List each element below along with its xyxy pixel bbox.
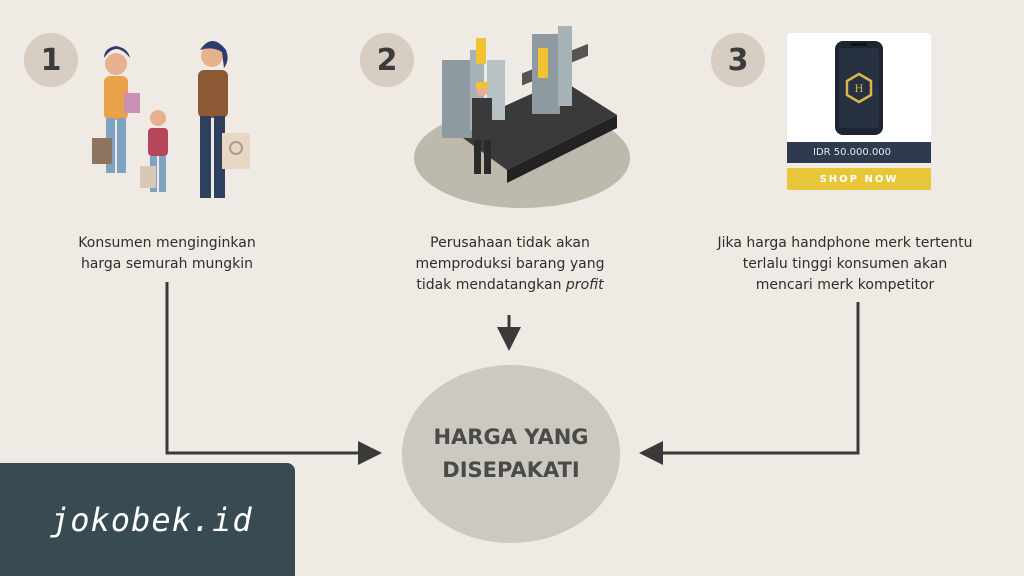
- watermark-text: jokobek.id: [50, 500, 253, 539]
- step-2-caption-line: tidak mendatangkan profit: [395, 275, 625, 296]
- step-1-caption-line: harga semurah mungkin: [80, 256, 254, 272]
- step-3-caption-line: mencari merk kompetitor: [755, 277, 935, 293]
- factory-production-illustration: [414, 26, 630, 208]
- family-shopping-illustration: [92, 41, 250, 198]
- watermark-banner: jokobek.id: [0, 463, 295, 576]
- center-line-1: HARGA YANG: [433, 425, 589, 449]
- step-3-caption-line: Jika harga handphone merk tertentu: [717, 235, 973, 251]
- step-3-badge: 3: [711, 33, 765, 87]
- step-2-caption-line: memproduksi barang yang: [415, 256, 605, 272]
- agreed-price-node: HARGA YANG DISEPAKATI: [402, 365, 620, 543]
- arrow-from-step-3: [639, 302, 860, 465]
- step-1-caption-line: Konsumen menginginkan: [78, 235, 256, 251]
- smartphone-icon: H: [835, 41, 883, 135]
- price-label: IDR 50.000.000: [787, 142, 931, 163]
- step-2-caption: Perusahaan tidak akan memproduksi barang…: [395, 233, 625, 296]
- step-3-caption-line: terlalu tinggi konsumen akan: [742, 256, 948, 272]
- step-2-caption-prefix: tidak mendatangkan: [416, 277, 566, 293]
- step-3-caption: Jika harga handphone merk tertentu terla…: [700, 233, 990, 296]
- step-2-caption-line: Perusahaan tidak akan: [430, 235, 590, 251]
- center-line-2: DISEPAKATI: [442, 458, 580, 482]
- step-2-badge: 2: [360, 33, 414, 87]
- step-2-caption-italic: profit: [565, 277, 604, 293]
- step-1-caption: Konsumen menginginkan harga semurah mung…: [52, 233, 282, 275]
- svg-text:H: H: [855, 84, 864, 95]
- step-1-badge: 1: [24, 33, 78, 87]
- arrow-from-step-1: [165, 282, 382, 465]
- shop-now-button[interactable]: SHOP NOW: [787, 168, 931, 190]
